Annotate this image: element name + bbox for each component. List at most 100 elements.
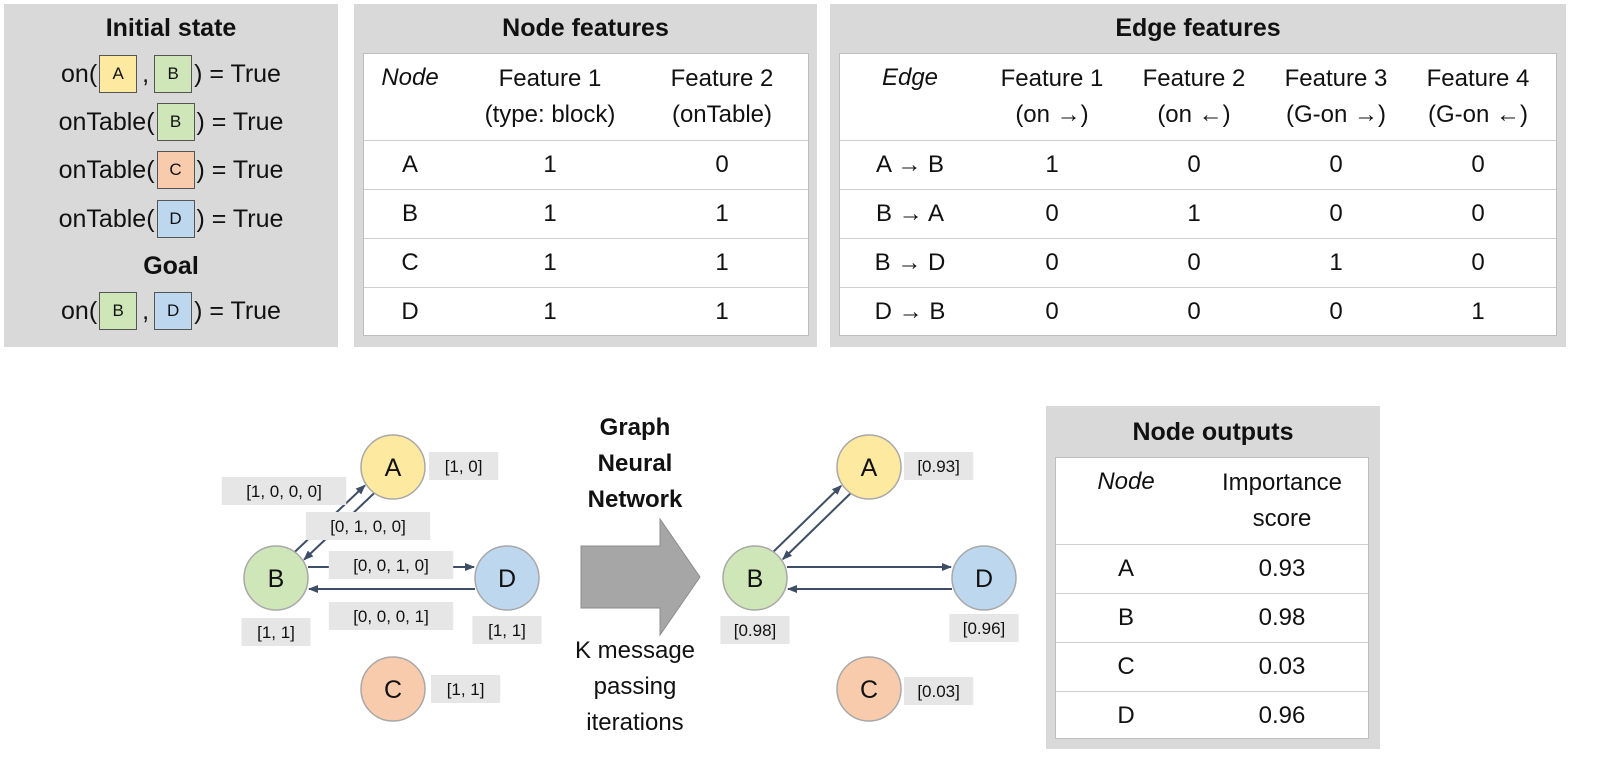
predicate-text: onTable(	[58, 204, 155, 233]
predicate-value: ) = True	[196, 155, 284, 184]
edge-features-cell: 0	[1187, 151, 1201, 178]
arg-separator: ,	[142, 296, 150, 325]
edge-features-header-cell: Feature 4(G-on ←)	[1426, 65, 1530, 128]
predicate-text: on(	[61, 296, 98, 325]
block-chip-a: A	[99, 55, 138, 93]
svg-text:B: B	[747, 565, 764, 593]
edge-features-header-cell: Edge	[881, 64, 939, 91]
node-features-cell: D	[401, 298, 419, 325]
edge-features-cell: 0	[1045, 249, 1059, 276]
node-outputs-cell: 0.98	[1258, 604, 1306, 631]
node-label-c: [1, 1]	[431, 675, 501, 703]
svg-text:[0.98]: [0.98]	[734, 621, 777, 640]
node-features-cell: 1	[543, 298, 557, 325]
edge-features-cell: 0	[1471, 249, 1485, 276]
svg-text:C: C	[860, 676, 878, 704]
edge-features-cell: 0	[1045, 298, 1059, 325]
edge-features-cell: B → D	[874, 249, 946, 276]
node-label-d: [1, 1]	[472, 616, 542, 644]
svg-text:[0, 0, 1, 0]: [0, 0, 1, 0]	[353, 556, 429, 575]
node-features-cell: 1	[715, 249, 729, 276]
svg-text:[1, 1]: [1, 1]	[488, 621, 526, 640]
state-line: on(A,B) = True	[4, 52, 338, 96]
block-chip-d: D	[156, 200, 195, 238]
state-line: onTable(D) = True	[4, 197, 338, 241]
node-features-cell: 1	[715, 200, 729, 227]
edge-features-cell: 0	[1329, 200, 1343, 227]
goal-state-line: on(B,D) = True	[4, 289, 338, 333]
node-features-cell: A	[401, 151, 418, 178]
block-chip-d: D	[154, 292, 193, 330]
arg-separator: ,	[142, 59, 150, 88]
svg-text:[0, 0, 0, 1]: [0, 0, 0, 1]	[353, 607, 429, 626]
node-features-row: D 1 1	[364, 287, 808, 336]
node-features-cell: 1	[543, 249, 557, 276]
edge-label-b-d: [0, 0, 1, 0]	[328, 551, 454, 579]
initial-state-title: Initial state	[105, 14, 237, 42]
edge-features-cell: 0	[1187, 249, 1201, 276]
input-node-d: D	[474, 545, 540, 611]
svg-text:A: A	[861, 454, 878, 482]
input-node-b: B	[243, 545, 309, 611]
svg-text:A: A	[385, 454, 402, 482]
block-chip-b: B	[156, 103, 195, 141]
node-outputs-cell: 0.93	[1258, 555, 1306, 582]
output-label-a: [0.93]	[904, 452, 974, 480]
edge-features-cell: B → A	[875, 200, 945, 227]
edge-features-cell: 0	[1471, 200, 1485, 227]
node-outputs-cell: C	[1117, 653, 1135, 680]
output-node-b: B	[722, 545, 788, 611]
edge-features-cell: 0	[1329, 298, 1343, 325]
state-line: onTable(C) = True	[4, 148, 338, 192]
node-features-cell: 1	[543, 151, 557, 178]
edge-arrow-a-b-output	[782, 492, 851, 560]
edge-features-cell: 1	[1329, 249, 1343, 276]
output-label-d: [0.96]	[949, 614, 1019, 642]
node-outputs-header-cell: Node	[1097, 468, 1155, 495]
predicate-text: on(	[61, 59, 98, 88]
node-features-cell: B	[401, 200, 418, 227]
predicate-text: onTable(	[58, 107, 155, 136]
block-chip-b: B	[99, 292, 138, 330]
predicate-value: ) = True	[194, 296, 281, 325]
predicate-value: ) = True	[194, 59, 281, 88]
input-node-a: A	[360, 434, 426, 500]
node-features-header-cell: Node	[381, 64, 439, 91]
node-outputs-cell: 0.96	[1258, 702, 1306, 729]
node-outputs-title: Node outputs	[1132, 418, 1294, 446]
svg-text:[1, 1]: [1, 1]	[447, 680, 485, 699]
edge-label-b-a: [0, 1, 0, 0]	[305, 512, 431, 540]
goal-title: Goal	[143, 252, 199, 280]
svg-text:D: D	[975, 565, 993, 593]
node-features-title: Node features	[502, 14, 669, 42]
node-features-cell: 1	[543, 200, 557, 227]
edge-features-cell: 1	[1045, 151, 1059, 178]
block-chip-c: C	[156, 151, 195, 189]
edge-features-cell: 0	[1471, 151, 1485, 178]
svg-text:D: D	[498, 565, 516, 593]
svg-text:[0.96]: [0.96]	[963, 619, 1006, 638]
node-features-cell: 1	[715, 298, 729, 325]
svg-text:C: C	[384, 676, 402, 704]
gnn-transform-arrow	[580, 517, 701, 637]
svg-text:[0.93]: [0.93]	[917, 457, 960, 476]
edge-features-cell: D → B	[874, 298, 946, 325]
svg-text:[0, 1, 0, 0]: [0, 1, 0, 0]	[330, 517, 406, 536]
